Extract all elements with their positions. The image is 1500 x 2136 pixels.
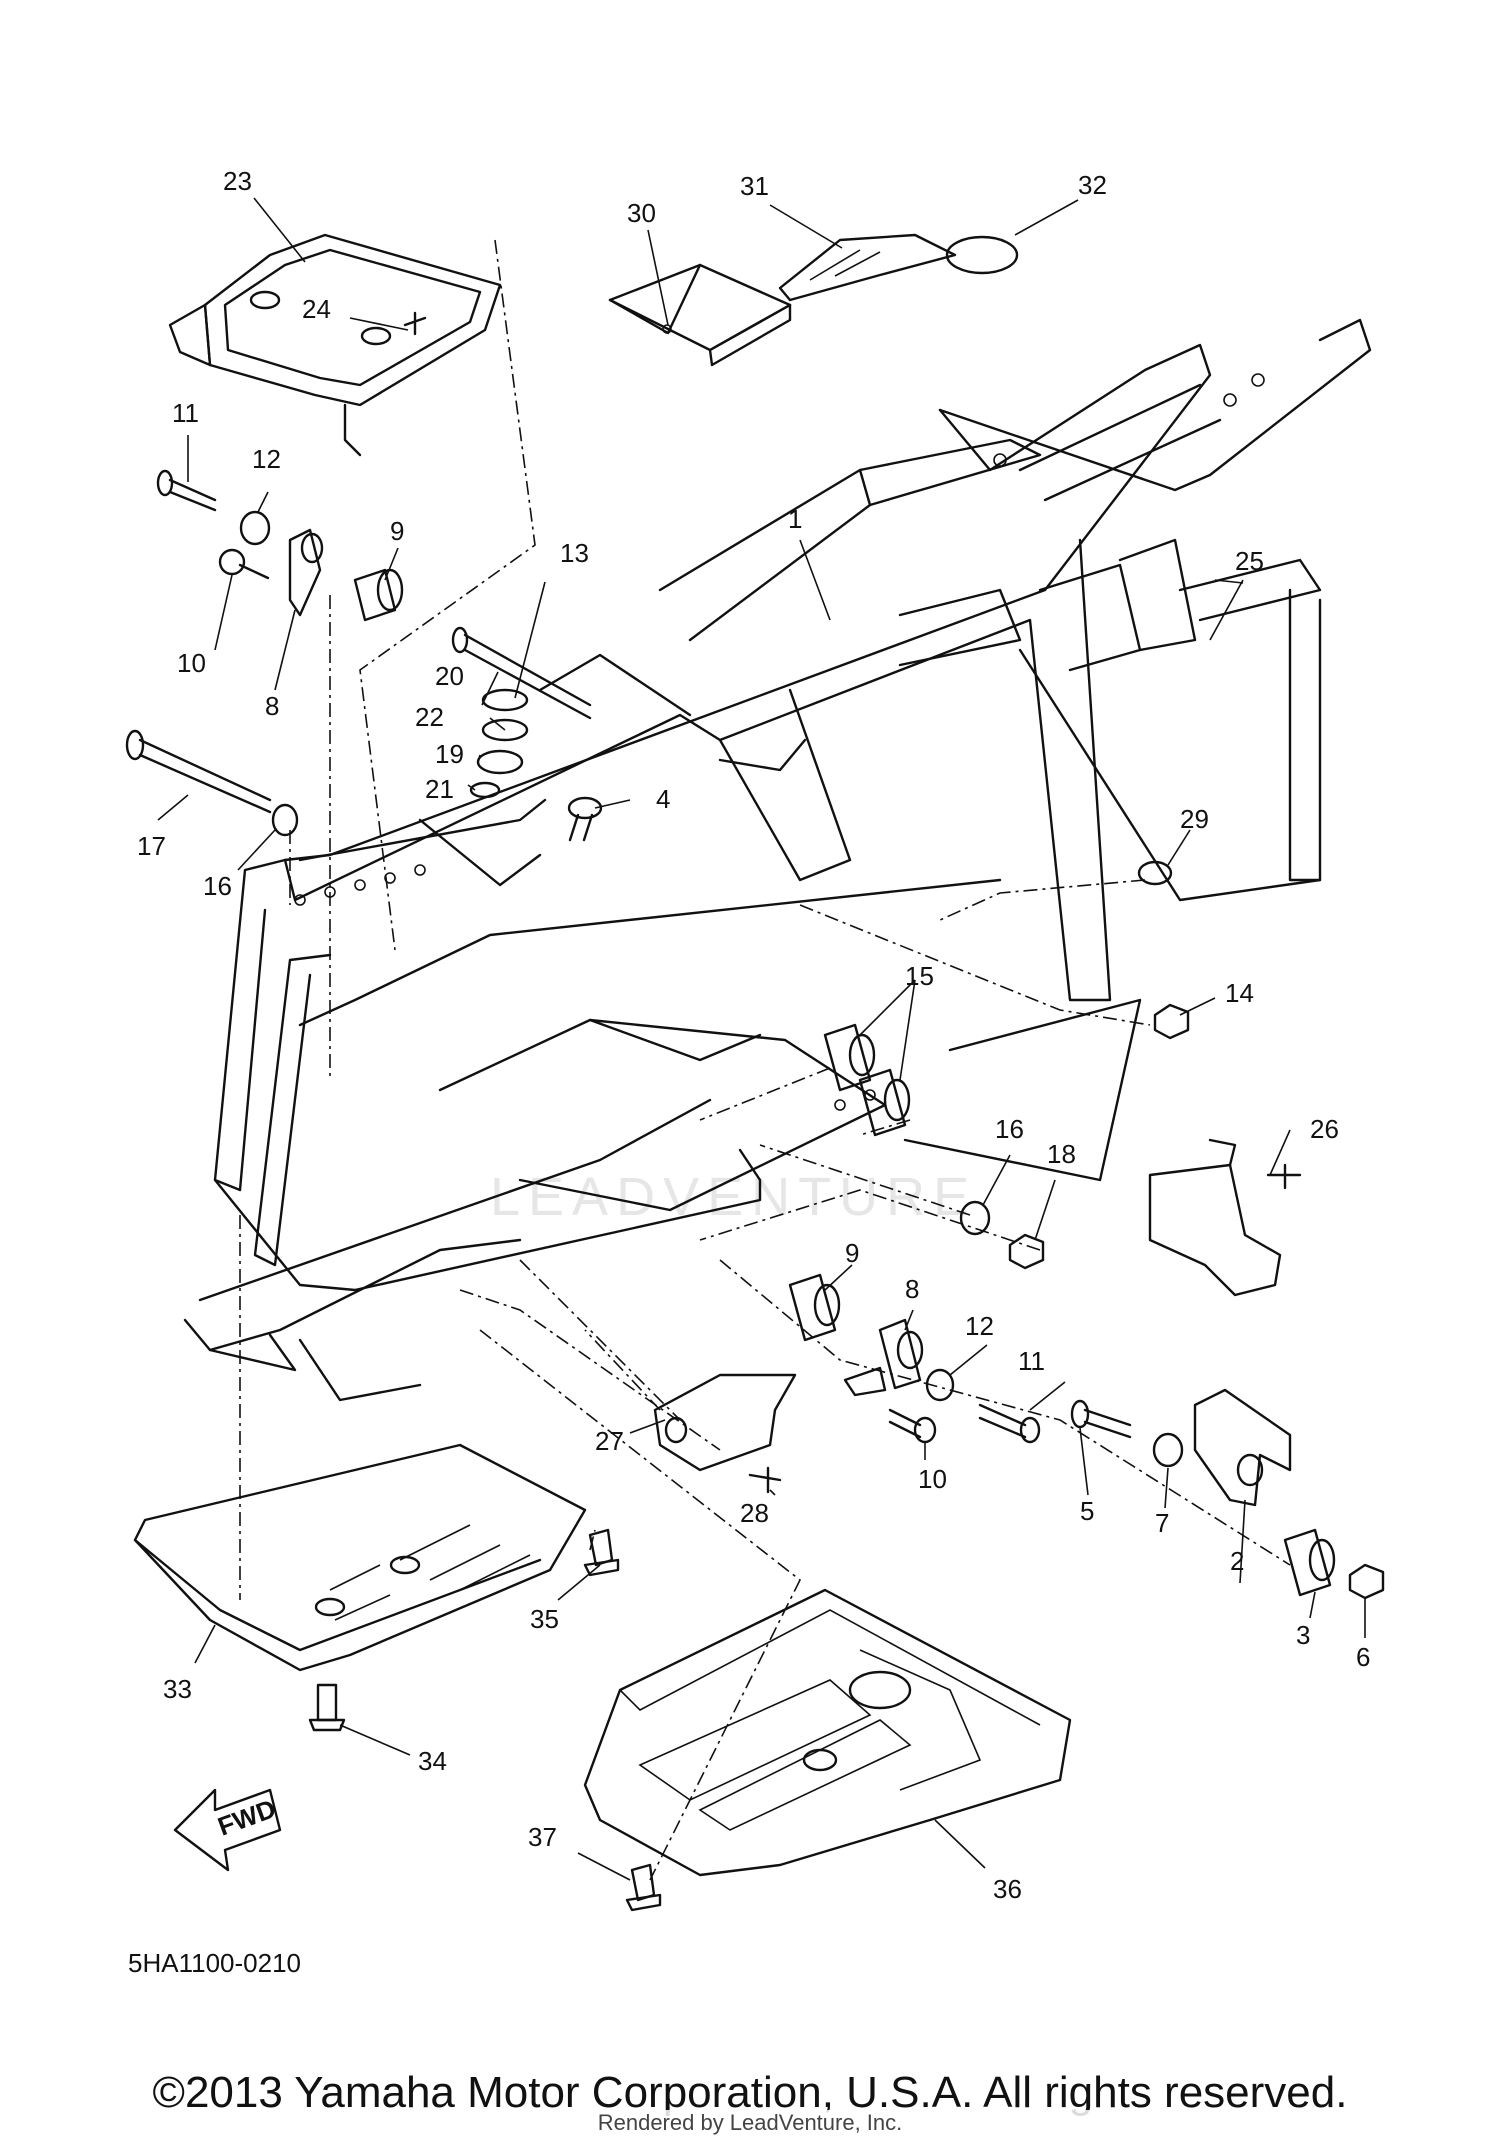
part-15-bushings xyxy=(823,1023,911,1137)
callout-8-upper: 8 xyxy=(265,691,279,721)
callout-31: 31 xyxy=(740,171,769,201)
part-23-rack-guard xyxy=(168,233,502,457)
callout-24: 24 xyxy=(302,294,331,324)
callout-19: 19 xyxy=(435,739,464,769)
part-9-bushing-lower xyxy=(788,1273,841,1342)
part-10-bolt-lower xyxy=(888,1408,937,1444)
callout-7: 7 xyxy=(1155,1508,1169,1538)
part-29-grommet xyxy=(1137,860,1173,886)
part-35-bolt xyxy=(583,1528,620,1577)
callout-leaders xyxy=(157,197,1366,1881)
part-16-collar-upper xyxy=(271,803,299,837)
part-33-skid-plate xyxy=(133,1443,587,1672)
callout-6: 6 xyxy=(1356,1642,1370,1672)
callout-20: 20 xyxy=(435,661,464,691)
part-34-bolt xyxy=(308,1683,346,1732)
callout-25: 25 xyxy=(1235,546,1264,576)
part-8-bracket-lower xyxy=(843,1318,924,1397)
callout-18: 18 xyxy=(1047,1139,1076,1169)
callout-3: 3 xyxy=(1296,1620,1310,1650)
part-11-bolt-upper xyxy=(156,469,217,512)
diagram-code: 5HA1100-0210 xyxy=(128,1948,301,1978)
part-26-bolt xyxy=(1266,1163,1302,1190)
callout-35: 35 xyxy=(530,1604,559,1634)
callout-34: 34 xyxy=(418,1746,447,1776)
callout-32: 32 xyxy=(1078,170,1107,200)
part-12-collar-upper xyxy=(239,510,271,546)
callout-36: 36 xyxy=(993,1874,1022,1904)
callout-16-lower: 16 xyxy=(995,1114,1024,1144)
callout-33: 33 xyxy=(163,1674,192,1704)
assembly-lines xyxy=(239,239,1291,1881)
callout-4: 4 xyxy=(656,784,670,814)
parts-19-22-washers xyxy=(469,688,529,799)
part-2-bracket xyxy=(1193,1388,1292,1507)
callout-17: 17 xyxy=(137,831,166,861)
callout-21: 21 xyxy=(425,774,454,804)
part-27-bracket xyxy=(653,1373,797,1472)
part-36-skid-plate xyxy=(583,1588,1072,1877)
callout-23: 23 xyxy=(223,166,252,196)
callout-37: 37 xyxy=(528,1822,557,1852)
callout-26: 26 xyxy=(1310,1114,1339,1144)
part-12-collar-lower xyxy=(925,1368,955,1402)
callout-12-lower: 12 xyxy=(965,1311,994,1341)
part-30-pouch xyxy=(608,263,792,367)
part-24-screw xyxy=(403,311,427,336)
callout-1: 1 xyxy=(788,504,802,534)
callout-9-lower: 9 xyxy=(845,1238,859,1268)
callout-16-upper: 16 xyxy=(203,871,232,901)
part-18-nut xyxy=(1008,1233,1045,1270)
callout-5: 5 xyxy=(1080,1496,1094,1526)
callout-13: 13 xyxy=(560,538,589,568)
fwd-arrow-icon: FWD xyxy=(173,1788,282,1872)
part-25-bracket xyxy=(1148,1138,1282,1297)
callout-11-upper: 11 xyxy=(172,398,199,428)
callout-30: 30 xyxy=(627,198,656,228)
part-11-bolt-lower xyxy=(978,1403,1041,1444)
callout-labels: 1 2 3 4 5 6 7 8 8 9 9 10 10 11 11 12 12 … xyxy=(137,166,1370,1904)
callout-2: 2 xyxy=(1230,1546,1244,1576)
part-7-collar xyxy=(1152,1432,1184,1468)
callout-11-lower: 11 xyxy=(1018,1346,1045,1376)
part-14-nut xyxy=(1153,1003,1190,1040)
part-32-o-ring xyxy=(945,235,1019,275)
part-5-bolt xyxy=(1070,1399,1132,1439)
part-4-bolt xyxy=(567,796,603,842)
part-13-bolt xyxy=(451,626,592,720)
part-37-bolt xyxy=(625,1863,662,1912)
rendered-by-credit: Rendered by LeadVenture, Inc. xyxy=(0,2110,1500,2136)
part-17-bolt xyxy=(125,729,272,814)
part-10-bolt-upper xyxy=(218,548,270,580)
watermark: LEADVENTURE xyxy=(490,1167,977,1227)
part-1-frame xyxy=(183,318,1372,1402)
part-8-bracket-upper xyxy=(288,528,324,617)
part-28-bolt xyxy=(748,1466,782,1494)
callout-28: 28 xyxy=(740,1498,769,1528)
part-31-strap xyxy=(778,233,957,302)
copyright-notice: ©2013 Yamaha Motor Corporation, U.S.A. A… xyxy=(152,2068,1348,2117)
callout-15: 15 xyxy=(905,961,934,991)
part-6-nut xyxy=(1348,1563,1385,1600)
callout-10-upper: 10 xyxy=(177,648,206,678)
callout-29: 29 xyxy=(1180,804,1209,834)
part-3-bushing xyxy=(1283,1528,1336,1597)
callout-10-lower: 10 xyxy=(918,1464,947,1494)
callout-22: 22 xyxy=(415,702,444,732)
callout-12-upper: 12 xyxy=(252,444,281,474)
part-16-collar-lower xyxy=(959,1200,991,1236)
callout-8-lower: 8 xyxy=(905,1274,919,1304)
callout-9-upper: 9 xyxy=(390,516,404,546)
part-9-bushing-upper xyxy=(353,568,404,622)
callout-27: 27 xyxy=(595,1426,624,1456)
callout-14: 14 xyxy=(1225,978,1254,1008)
